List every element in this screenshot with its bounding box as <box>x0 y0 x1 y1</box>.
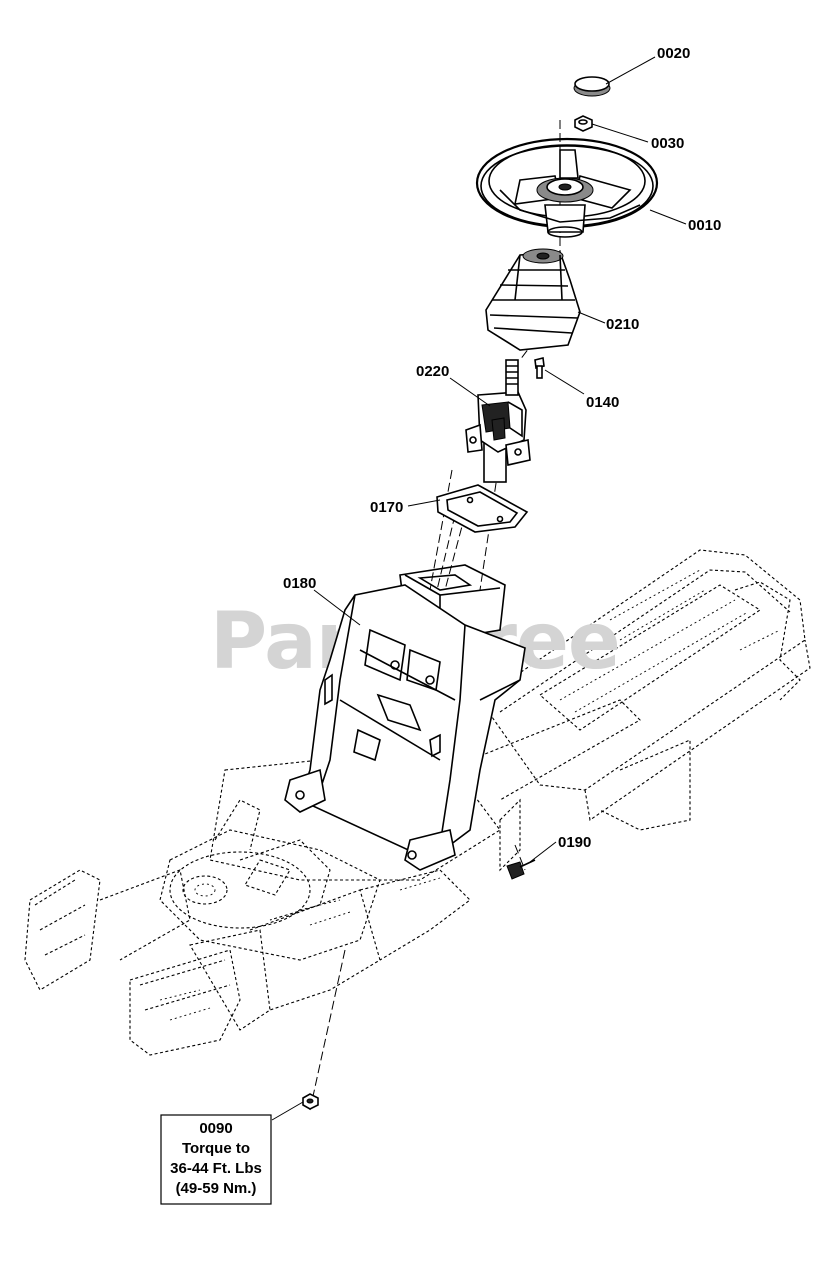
callout-0180: 0180 <box>283 575 316 592</box>
callout-0210: 0210 <box>606 316 639 333</box>
screw-0140 <box>534 357 545 379</box>
steering-wheel-0010 <box>475 137 659 238</box>
torque-note-line2: 36-44 Ft. Lbs <box>170 1160 262 1177</box>
nut-0030 <box>574 115 593 132</box>
callout-0170: 0170 <box>370 499 403 516</box>
torque-note-part: 0090 <box>199 1120 232 1137</box>
torque-note: 0090 Torque to 36-44 Ft. Lbs (49-59 Nm.) <box>160 1114 272 1205</box>
callout-0020: 0020 <box>657 45 690 62</box>
callout-0010: 0010 <box>688 217 721 234</box>
steering-shaft-0220 <box>465 359 531 483</box>
cap-0020 <box>573 76 611 97</box>
torque-note-line3: (49-59 Nm.) <box>176 1180 257 1197</box>
callout-0030: 0030 <box>651 135 684 152</box>
callout-0220: 0220 <box>416 363 449 380</box>
callout-0140: 0140 <box>586 394 619 411</box>
torque-note-line1: Torque to <box>182 1140 250 1157</box>
callout-0190: 0190 <box>558 834 591 851</box>
nut-0090 <box>302 1093 319 1110</box>
callout-labels: 0020 0030 0010 0210 0220 0140 0170 0180 … <box>283 45 721 851</box>
dash-console-0180 <box>284 564 526 871</box>
steering-boot-0210 <box>485 248 581 351</box>
bolt-0190 <box>506 859 536 880</box>
leader-lines <box>271 56 687 1121</box>
mounting-plate-0170 <box>436 484 529 533</box>
